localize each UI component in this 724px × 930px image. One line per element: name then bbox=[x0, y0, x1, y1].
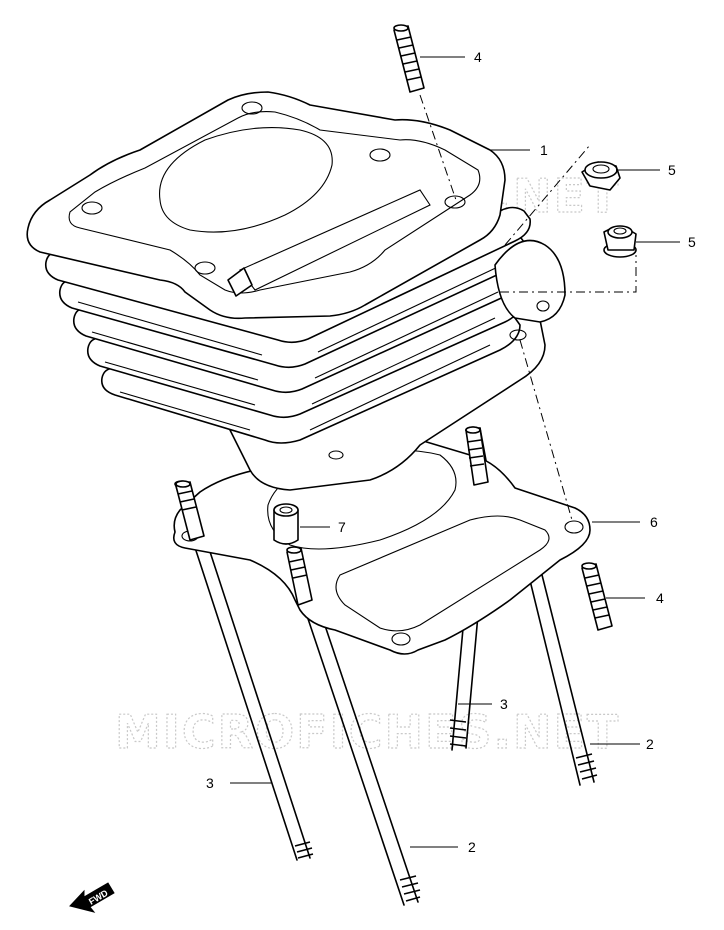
callout-5-upper: 5 bbox=[668, 162, 676, 178]
callout-3-left: 3 bbox=[206, 775, 214, 791]
callout-6: 6 bbox=[650, 514, 658, 530]
cylinder-block bbox=[26, 91, 566, 491]
alignment-lines bbox=[419, 94, 637, 521]
stud-bolt-top-center bbox=[286, 546, 313, 606]
stud-bolt-top-rear bbox=[465, 426, 489, 486]
callout-1: 1 bbox=[540, 142, 548, 158]
stud-bolt-short-right bbox=[581, 562, 613, 631]
flange-nut-upper bbox=[581, 161, 621, 191]
leader-lines bbox=[230, 56, 680, 848]
dowel-pin bbox=[273, 503, 299, 545]
callout-4-right: 4 bbox=[656, 590, 664, 606]
callout-4-top: 4 bbox=[474, 49, 482, 65]
callout-2-bottom: 2 bbox=[468, 839, 476, 855]
stud-bolt-short-top bbox=[393, 24, 425, 93]
callout-5-lower: 5 bbox=[688, 234, 696, 250]
flange-nut-lower bbox=[603, 225, 637, 258]
callout-7: 7 bbox=[338, 519, 346, 535]
fwd-arrow-icon: FWD bbox=[69, 882, 115, 913]
callout-3-right: 3 bbox=[500, 696, 508, 712]
callout-2-right: 2 bbox=[646, 736, 654, 752]
stud-bolt-top-left bbox=[175, 480, 205, 541]
stud-bolt-long-right bbox=[524, 554, 598, 786]
